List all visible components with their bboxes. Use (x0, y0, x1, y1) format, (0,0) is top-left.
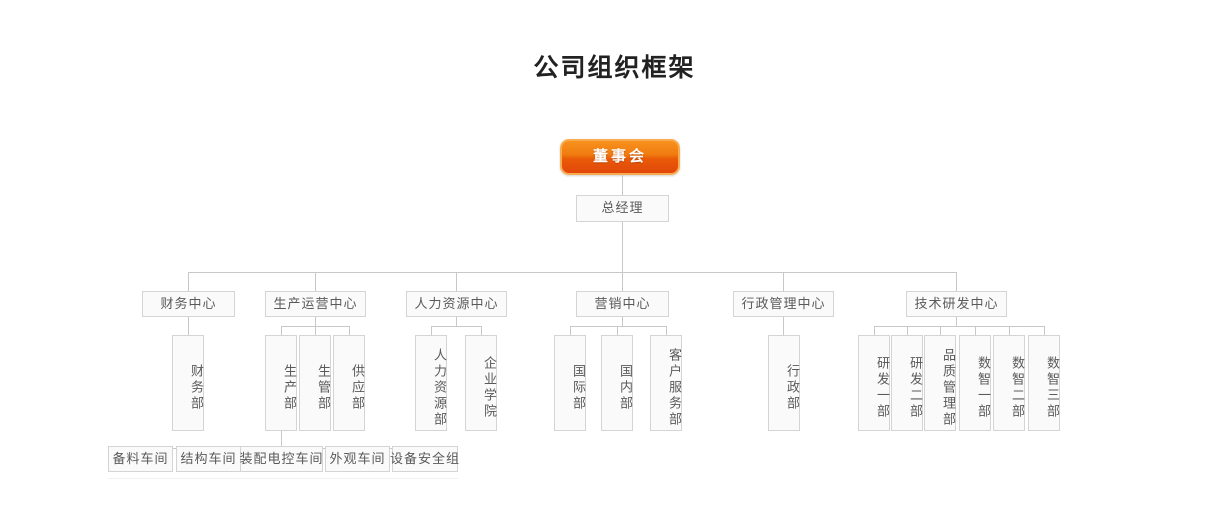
connector-to-quality-management-dept (940, 326, 941, 335)
connector-technology-rd-center-drop (956, 317, 957, 326)
connector-bus-to-finance-center (188, 272, 189, 291)
connector-to-digital-intelligence-dept-1 (975, 326, 976, 335)
node-international-dept[interactable]: 国际部 (554, 335, 586, 431)
connector-to-customer-service-dept (666, 326, 667, 335)
node-human-resources-dept[interactable]: 人力资源部 (415, 335, 447, 431)
connector-bus-to-administration-management-center (783, 272, 784, 291)
connector-to-supply-dept (349, 326, 350, 335)
connector-to-digital-intelligence-dept-3 (1044, 326, 1045, 335)
connector-bus-to-technology-rd-center (956, 272, 957, 291)
connector-bus-centers (188, 272, 957, 273)
connector-bus-to-human-resources-center (456, 272, 457, 291)
connector-technology-rd-center-bar (874, 326, 1044, 327)
node-structure-workshop[interactable]: 结构车间 (176, 446, 241, 472)
connector-human-resources-center-bar (431, 326, 481, 327)
connector-gm-to-bus (622, 222, 623, 272)
connector-to-digital-intelligence-dept-2 (1009, 326, 1010, 335)
node-digital-intelligence-dept-1[interactable]: 数智一部 (959, 335, 991, 431)
connector-marketing-center-drop (622, 317, 623, 326)
node-marketing-center[interactable]: 营销中心 (576, 291, 669, 317)
connector-finance-center-to-finance-dept (188, 317, 189, 335)
connector-production-operations-center-drop (315, 317, 316, 326)
connector-bus-to-production-operations-center (315, 272, 316, 291)
connector-production-dept-drop (281, 431, 282, 448)
connector-to-rd-dept-1 (874, 326, 875, 335)
node-rd-dept-1[interactable]: 研发一部 (858, 335, 890, 431)
node-finance-dept[interactable]: 财务部 (172, 335, 204, 431)
connector-to-human-resources-dept (431, 326, 432, 335)
node-production-dept[interactable]: 生产部 (265, 335, 297, 431)
connector-marketing-center-bar (570, 326, 666, 327)
node-corporate-academy[interactable]: 企业学院 (465, 335, 497, 431)
connector-to-domestic-dept (617, 326, 618, 335)
ghost-underline (108, 478, 458, 479)
node-appearance-workshop[interactable]: 外观车间 (325, 446, 390, 472)
connector-to-rd-dept-2 (907, 326, 908, 335)
connector-human-resources-center-drop (456, 317, 457, 326)
node-administration-dept[interactable]: 行政部 (768, 335, 800, 431)
node-equipment-safety-group[interactable]: 设备安全组 (390, 446, 459, 472)
connector-to-corporate-academy (481, 326, 482, 335)
node-technology-rd-center[interactable]: 技术研发中心 (906, 291, 1007, 317)
node-production-management-dept[interactable]: 生管部 (299, 335, 331, 431)
node-human-resources-center[interactable]: 人力资源中心 (406, 291, 507, 317)
node-production-operations-center[interactable]: 生产运营中心 (265, 291, 366, 317)
connector-to-production-management-dept (315, 326, 316, 335)
node-customer-service-dept[interactable]: 客户服务部 (650, 335, 682, 431)
connector-to-production-dept (281, 326, 282, 335)
connector-bus-to-marketing-center (622, 272, 623, 291)
node-assembly-electrical-workshop[interactable]: 装配电控车间 (240, 446, 323, 472)
node-material-prep-workshop[interactable]: 备料车间 (108, 446, 173, 472)
connector-administration-management-center-to-administration-dept (783, 317, 784, 335)
node-digital-intelligence-dept-2[interactable]: 数智二部 (993, 335, 1025, 431)
connector-to-international-dept (570, 326, 571, 335)
node-rd-dept-2[interactable]: 研发二部 (891, 335, 923, 431)
node-general-manager[interactable]: 总经理 (576, 195, 669, 222)
node-administration-management-center[interactable]: 行政管理中心 (733, 291, 834, 317)
page-title: 公司组织框架 (533, 54, 696, 82)
node-finance-center[interactable]: 财务中心 (142, 291, 235, 317)
node-digital-intelligence-dept-3[interactable]: 数智三部 (1028, 335, 1060, 431)
node-quality-management-dept[interactable]: 品质管理部 (924, 335, 956, 431)
node-domestic-dept[interactable]: 国内部 (601, 335, 633, 431)
node-board-of-directors[interactable]: 董事会 (560, 139, 680, 175)
node-supply-dept[interactable]: 供应部 (333, 335, 365, 431)
connector-root-to-gm (622, 175, 623, 195)
